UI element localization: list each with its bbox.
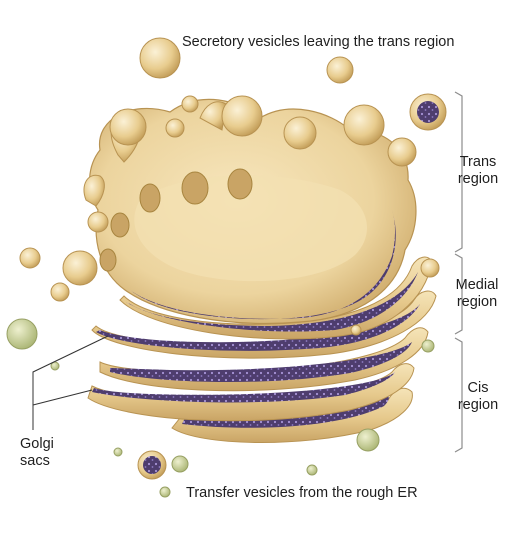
medial-bracket <box>454 253 463 335</box>
golgi-sacs-label: Golgi sacs <box>20 436 54 470</box>
medial-cisterna <box>91 290 437 359</box>
cis-region-label-line2: region <box>457 397 499 413</box>
region-brackets <box>454 91 463 453</box>
lumen-vesicles <box>137 93 447 480</box>
medial-region-label-line2: region <box>456 294 498 310</box>
transfer-vesicles <box>6 318 435 498</box>
trans-bracket <box>454 91 463 253</box>
cis-region-label-line1: Cis <box>467 380 489 396</box>
secretory-vesicles <box>19 37 440 336</box>
cis-cisterna <box>87 363 415 422</box>
fenestrations <box>99 168 253 272</box>
secretory-vesicles-label: Secretory vesicles leaving the trans reg… <box>182 34 455 50</box>
medial-cisterna-lower <box>99 327 429 392</box>
medial-region-label: Medial region <box>446 277 508 311</box>
golgi-sacs-label-line2: sacs <box>20 453 50 469</box>
medial-region-label-line1: Medial <box>455 277 499 293</box>
trans-region-label-line2: region <box>457 171 499 187</box>
trans-region-label: Trans region <box>448 154 508 188</box>
trans-region-label-line1: Trans <box>459 154 497 170</box>
cis-bracket <box>454 337 463 453</box>
cis-region-label: Cis region <box>448 380 508 414</box>
transfer-vesicles-label: Transfer vesicles from the rough ER <box>186 485 418 501</box>
golgi-sacs-leader-lines <box>32 335 109 430</box>
budding-vesicles <box>50 95 417 302</box>
trans-cisterna-lower <box>119 256 433 340</box>
golgi-sacs-label-line1: Golgi <box>20 436 54 452</box>
